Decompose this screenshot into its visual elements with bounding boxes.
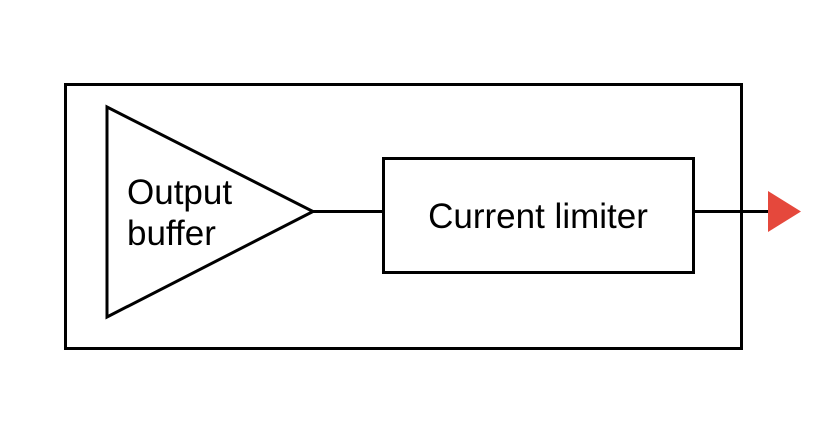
output-buffer-label-line2: buffer [127, 214, 216, 253]
current-limiter-label: Current limiter [428, 197, 648, 236]
output-buffer-triangle [105, 104, 317, 320]
output-buffer-label-line1: Output [127, 173, 232, 212]
current-limiter-box [382, 157, 695, 274]
arrowhead-icon [768, 191, 801, 232]
